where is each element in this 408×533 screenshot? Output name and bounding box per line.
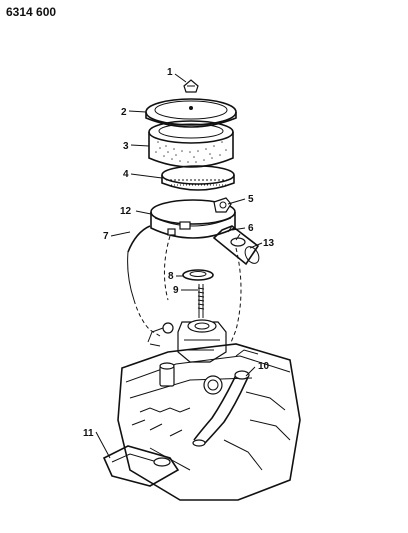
callout-7: 7 xyxy=(103,231,109,242)
diagram-code: 6314 600 xyxy=(6,5,56,19)
temperature-sensor xyxy=(213,197,232,213)
wing-nut xyxy=(183,79,199,93)
gasket xyxy=(182,269,214,281)
routing-lines xyxy=(133,235,242,346)
callout-1: 1 xyxy=(167,67,173,78)
callout-10: 10 xyxy=(258,361,270,372)
leader-lines xyxy=(95,73,263,459)
filter-screen-ring xyxy=(161,165,235,191)
callout-13: 13 xyxy=(263,238,275,249)
stud xyxy=(197,284,205,318)
callout-11: 11 xyxy=(83,428,94,439)
callout-12: 12 xyxy=(120,206,132,217)
callout-5: 5 xyxy=(248,194,254,205)
callout-3: 3 xyxy=(123,141,129,152)
carburetor xyxy=(147,319,227,363)
callout-6: 6 xyxy=(248,223,254,234)
callout-labels: 1 2 3 4 5 6 7 8 9 10 11 12 13 xyxy=(83,67,275,439)
heat-tube xyxy=(192,370,250,447)
air-duct-snorkel xyxy=(212,225,260,266)
vacuum-hose xyxy=(127,225,151,301)
callout-9: 9 xyxy=(173,285,179,296)
engine-block xyxy=(117,343,301,501)
filter-element xyxy=(148,120,234,168)
callout-4: 4 xyxy=(123,169,129,180)
heat-stove xyxy=(102,445,180,487)
air-cleaner-housing xyxy=(150,199,236,239)
callout-2: 2 xyxy=(121,107,127,118)
air-cleaner-cover xyxy=(145,98,237,128)
callout-8: 8 xyxy=(168,271,174,282)
